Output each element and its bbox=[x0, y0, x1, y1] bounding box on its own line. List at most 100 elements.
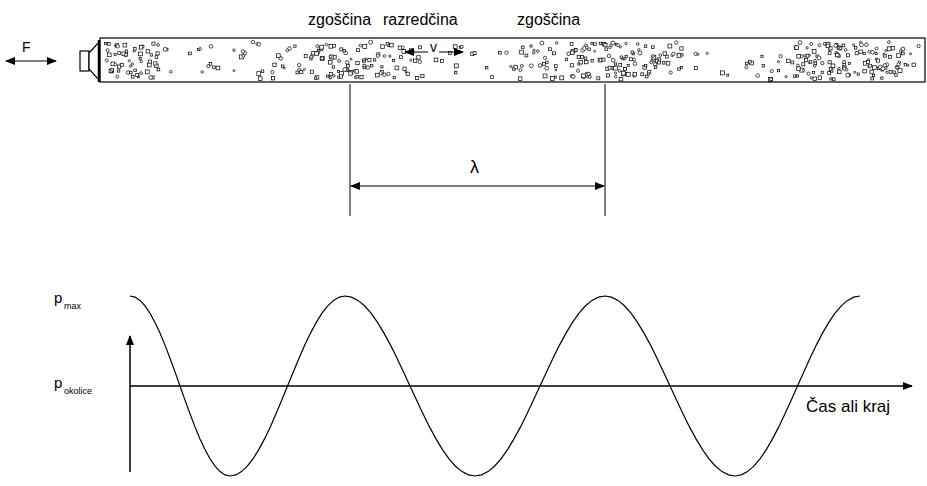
particle bbox=[810, 77, 812, 79]
particle bbox=[666, 62, 670, 66]
particle bbox=[598, 58, 602, 62]
particle bbox=[149, 76, 153, 80]
particle bbox=[653, 63, 656, 66]
particle bbox=[912, 63, 915, 66]
particle bbox=[761, 55, 763, 57]
axis-subscript: max bbox=[64, 302, 81, 311]
particle bbox=[571, 51, 575, 55]
particle bbox=[846, 54, 849, 57]
particle bbox=[532, 52, 535, 55]
particle bbox=[909, 53, 911, 55]
particle bbox=[519, 69, 522, 72]
particle bbox=[865, 43, 869, 47]
particle bbox=[694, 67, 697, 70]
wavelength-arrow bbox=[351, 186, 604, 187]
particle bbox=[329, 45, 333, 49]
particle bbox=[588, 75, 591, 78]
particle bbox=[618, 70, 621, 73]
particle bbox=[543, 74, 547, 78]
particle bbox=[216, 66, 220, 70]
particle bbox=[560, 76, 564, 80]
y-axis bbox=[129, 336, 131, 472]
particle bbox=[843, 66, 847, 70]
particle bbox=[294, 45, 296, 47]
particle bbox=[548, 48, 551, 51]
particle bbox=[904, 64, 906, 66]
particle bbox=[256, 43, 258, 45]
particle bbox=[611, 58, 615, 62]
particle bbox=[316, 45, 319, 48]
particle bbox=[645, 65, 647, 67]
particle bbox=[330, 72, 333, 75]
particle bbox=[627, 64, 629, 66]
particle bbox=[363, 67, 365, 69]
particle bbox=[304, 54, 307, 57]
particle bbox=[821, 71, 823, 73]
particle bbox=[550, 77, 554, 81]
particle bbox=[116, 45, 119, 48]
particle bbox=[797, 67, 801, 71]
particle bbox=[381, 45, 385, 49]
particle bbox=[410, 59, 412, 61]
particle bbox=[893, 71, 895, 73]
particle bbox=[417, 56, 420, 59]
axis-label: p bbox=[54, 290, 62, 305]
pressure-wave bbox=[130, 296, 860, 476]
particle bbox=[623, 67, 626, 70]
particle bbox=[838, 46, 842, 50]
particle bbox=[136, 73, 139, 76]
particle bbox=[538, 64, 542, 68]
particle bbox=[609, 46, 612, 49]
particle bbox=[813, 65, 816, 68]
particle bbox=[303, 68, 305, 70]
particle bbox=[440, 60, 443, 63]
particle bbox=[839, 47, 842, 50]
particle bbox=[505, 51, 508, 54]
particle bbox=[107, 53, 111, 57]
particle bbox=[139, 57, 141, 59]
particle bbox=[273, 63, 276, 66]
particle bbox=[139, 52, 143, 56]
particle bbox=[585, 46, 588, 49]
tube bbox=[100, 38, 925, 82]
particle bbox=[652, 55, 656, 59]
particle bbox=[376, 73, 380, 77]
particle bbox=[242, 55, 245, 58]
particle bbox=[591, 42, 593, 44]
particle bbox=[152, 42, 155, 45]
particle bbox=[619, 77, 623, 81]
particle bbox=[843, 67, 846, 70]
particle bbox=[846, 73, 850, 77]
particle bbox=[543, 56, 546, 59]
particle bbox=[345, 61, 349, 65]
particle bbox=[697, 53, 699, 55]
particle bbox=[555, 69, 557, 71]
particle bbox=[169, 70, 172, 73]
particle bbox=[838, 70, 842, 74]
particle bbox=[359, 44, 362, 47]
particle bbox=[626, 72, 630, 76]
particle bbox=[360, 76, 363, 79]
particle bbox=[844, 49, 847, 52]
particle bbox=[514, 65, 518, 69]
particle bbox=[889, 71, 892, 74]
particle bbox=[887, 47, 891, 51]
particle bbox=[574, 49, 577, 52]
particle bbox=[607, 54, 611, 58]
particle bbox=[871, 50, 875, 54]
particle bbox=[659, 54, 662, 57]
particle bbox=[608, 66, 611, 69]
particle bbox=[320, 56, 324, 60]
particle bbox=[615, 63, 617, 65]
particle bbox=[545, 66, 549, 70]
particle bbox=[777, 70, 779, 72]
particle bbox=[817, 56, 821, 60]
particle bbox=[520, 50, 524, 54]
particle bbox=[233, 70, 235, 72]
particle bbox=[315, 77, 317, 79]
particle bbox=[403, 67, 406, 70]
particle bbox=[123, 43, 127, 47]
particle bbox=[118, 52, 121, 55]
particle bbox=[898, 69, 902, 73]
particle bbox=[854, 47, 857, 50]
